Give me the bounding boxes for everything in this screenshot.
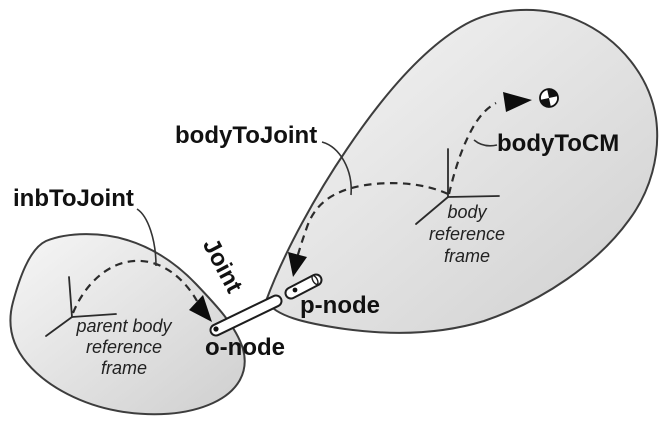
body-to-cm-curve	[447, 102, 497, 195]
parent-frame-line-1: parent body	[76, 316, 172, 336]
inb-to-joint-arrowhead-icon	[189, 295, 212, 322]
o-node-marker	[213, 326, 219, 332]
label-body-to-cm: bodyToCM	[497, 130, 620, 157]
body-to-joint-leader	[321, 141, 352, 196]
inb-to-joint-leader	[136, 208, 157, 267]
body-frame-line-2: reference	[428, 224, 506, 244]
label-body-reference-frame: body reference frame	[403, 201, 531, 267]
label-o-node: o-node	[205, 334, 285, 361]
joint-bar	[209, 294, 283, 337]
body-to-cm-leader	[473, 139, 498, 147]
label-body-to-joint: bodyToJoint	[175, 122, 318, 149]
body-frame-line-1: body	[447, 202, 487, 222]
body-to-cm-arrowhead-icon	[503, 92, 532, 112]
label-inb-to-joint: inbToJoint	[13, 185, 134, 212]
label-parent-reference-frame: parent body reference frame	[60, 316, 188, 379]
parent-frame-axes-icon	[45, 276, 117, 337]
center-of-mass-icon	[539, 88, 559, 108]
child-body-blob	[264, 8, 659, 334]
body-to-joint-curve	[295, 182, 449, 259]
parent-frame-line-3: frame	[100, 358, 147, 378]
p-node-pin	[284, 273, 323, 300]
parent-frame-line-2: reference	[85, 337, 163, 357]
body-to-joint-arrowhead-icon	[288, 252, 307, 277]
inb-to-joint-curve	[71, 259, 198, 314]
p-node-marker	[292, 287, 298, 293]
body-frame-line-3: frame	[443, 246, 490, 266]
body-frame-axes-icon	[415, 148, 500, 225]
label-p-node: p-node	[300, 292, 380, 319]
